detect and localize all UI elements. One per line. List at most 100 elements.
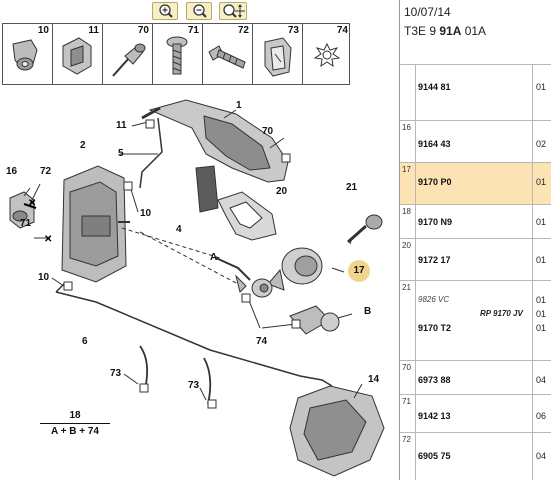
callout-71[interactable]: 71: [20, 218, 32, 229]
row-index: [400, 65, 416, 120]
quantity-value: 01: [536, 177, 547, 187]
quantity-value: 04: [536, 375, 547, 385]
clip-part-icon: [62, 37, 92, 75]
callout-6[interactable]: 6: [82, 336, 88, 347]
kit-components: A + B + 74: [40, 423, 110, 437]
table-row[interactable]: 9144 81 01: [400, 64, 551, 120]
svg-text:✕: ✕: [44, 234, 52, 245]
part-cell-74[interactable]: 74: [303, 24, 351, 84]
part-quantity: 06: [532, 395, 551, 432]
catalog-code-suffix: 01A: [461, 24, 487, 38]
quantity-value: 02: [536, 139, 547, 149]
row-index: 18: [400, 205, 416, 238]
zoom-in-icon: [159, 4, 173, 18]
catalog-code: T3E 9 91A 01A: [404, 24, 486, 38]
part-quantity: 01: [532, 163, 551, 204]
part-cell-72[interactable]: 72: [203, 24, 253, 84]
exploded-view-drawing: ✕ ✕: [9, 99, 385, 477]
callout-11[interactable]: 11: [116, 120, 127, 131]
callout-73[interactable]: 73: [110, 368, 122, 379]
callout-20[interactable]: 20: [276, 186, 288, 197]
part-number: 10: [37, 25, 49, 36]
table-row[interactable]: 71 9142 13 06: [400, 394, 551, 432]
callout-a[interactable]: A: [210, 252, 218, 263]
quantity-value: 04: [536, 451, 547, 461]
callout-72[interactable]: 72: [40, 166, 52, 177]
svg-text:✕: ✕: [28, 198, 36, 209]
row-index: 70: [400, 361, 416, 394]
part-reference[interactable]: 9142 13: [418, 411, 451, 421]
quantity-value: 01: [536, 295, 547, 305]
callout-14[interactable]: 14: [368, 374, 380, 385]
zoom-toolbar: [0, 0, 400, 22]
table-row[interactable]: 70 6973 88 04: [400, 360, 551, 394]
part-reference[interactable]: 9164 43: [418, 139, 451, 149]
part-quantity: 01: [532, 205, 551, 238]
quantity-value: 01: [536, 217, 547, 227]
row-index: 17: [400, 163, 416, 204]
screw-part-icon: [166, 36, 188, 75]
part-reference[interactable]: 9172 17: [418, 255, 451, 265]
row-index: 20: [400, 239, 416, 280]
table-row[interactable]: 21 9826 VC RP 9170 JV 9170 T2 01 01 01: [400, 280, 551, 360]
row-index: 16: [400, 121, 416, 162]
catalog-code-prefix: T3E 9: [404, 24, 440, 38]
part-number: 73: [287, 25, 299, 36]
row-index: 21: [400, 281, 416, 360]
zoom-out-button[interactable]: [186, 2, 212, 20]
inner-handle-part: [289, 385, 385, 477]
part-cell-70[interactable]: 70: [103, 24, 153, 84]
callout-74[interactable]: 74: [256, 336, 268, 347]
quantity-value: 01: [536, 323, 547, 333]
zoom-in-button[interactable]: [152, 2, 178, 20]
callout-17-highlighted[interactable]: 17: [348, 260, 370, 282]
callout-10[interactable]: 10: [38, 272, 50, 283]
part-quantity: 01: [532, 65, 551, 120]
part-cell-11[interactable]: 11: [53, 24, 103, 84]
table-row[interactable]: 72 6905 75 04: [400, 432, 551, 480]
table-row-selected[interactable]: 17 9170 P0 01: [400, 162, 551, 204]
zoom-out-icon: [193, 4, 207, 18]
part-reference[interactable]: 9170 N9: [418, 217, 453, 227]
part-quantity: 01: [532, 239, 551, 280]
table-row[interactable]: 16 9164 43 02: [400, 120, 551, 162]
star-washer-part-icon: [313, 42, 341, 68]
callout-21[interactable]: 21: [346, 182, 358, 193]
callout-5[interactable]: 5: [118, 148, 124, 159]
part-reference[interactable]: 9170 T2: [418, 323, 452, 333]
part-reference[interactable]: 6973 88: [418, 375, 451, 385]
callout-16[interactable]: 16: [6, 166, 18, 177]
callout-2[interactable]: 2: [80, 140, 86, 151]
parts-list-panel: 10/07/14 T3E 9 91A 01A 9144 81 01 16 916…: [399, 0, 551, 480]
callout-b[interactable]: B: [364, 306, 372, 317]
callout-1[interactable]: 1: [236, 100, 242, 111]
catalog-date: 10/07/14: [404, 5, 451, 19]
table-row[interactable]: 20 9172 17 01: [400, 238, 551, 280]
callout-70[interactable]: 70: [262, 126, 274, 137]
row-index: 71: [400, 395, 416, 432]
zoom-pan-button[interactable]: [219, 2, 247, 20]
clip-part-icon: [264, 37, 292, 77]
part-cell-73[interactable]: 73: [253, 24, 303, 84]
part-reference[interactable]: 6905 75: [418, 451, 451, 461]
row-note: RP 9170 JV: [480, 309, 523, 318]
part-quantity: 02: [532, 121, 551, 162]
part-cell-10[interactable]: 10: [3, 24, 53, 84]
part-number: 70: [137, 25, 149, 36]
part-reference[interactable]: 9170 P0: [418, 177, 452, 187]
callout-4[interactable]: 4: [176, 224, 182, 235]
part-reference[interactable]: 9144 81: [418, 82, 451, 92]
small-parts-strip: 10 11 70 71: [2, 23, 350, 85]
quantity-value: 01: [536, 255, 547, 265]
kit-number[interactable]: 18: [69, 410, 81, 421]
row-index: 72: [400, 433, 416, 480]
zoom-pan-icon: [223, 4, 245, 18]
part-cell-71[interactable]: 71: [153, 24, 203, 84]
exploded-parts-diagram: 10 11 70 71: [0, 0, 400, 477]
quantity-value: 01: [536, 82, 547, 92]
callout-10[interactable]: 10: [140, 208, 152, 219]
clip-part-icon: [12, 39, 38, 71]
panel-header: 10/07/14 T3E 9 91A 01A: [400, 0, 551, 44]
table-row[interactable]: 18 9170 N9 01: [400, 204, 551, 238]
callout-73[interactable]: 73: [188, 380, 200, 391]
